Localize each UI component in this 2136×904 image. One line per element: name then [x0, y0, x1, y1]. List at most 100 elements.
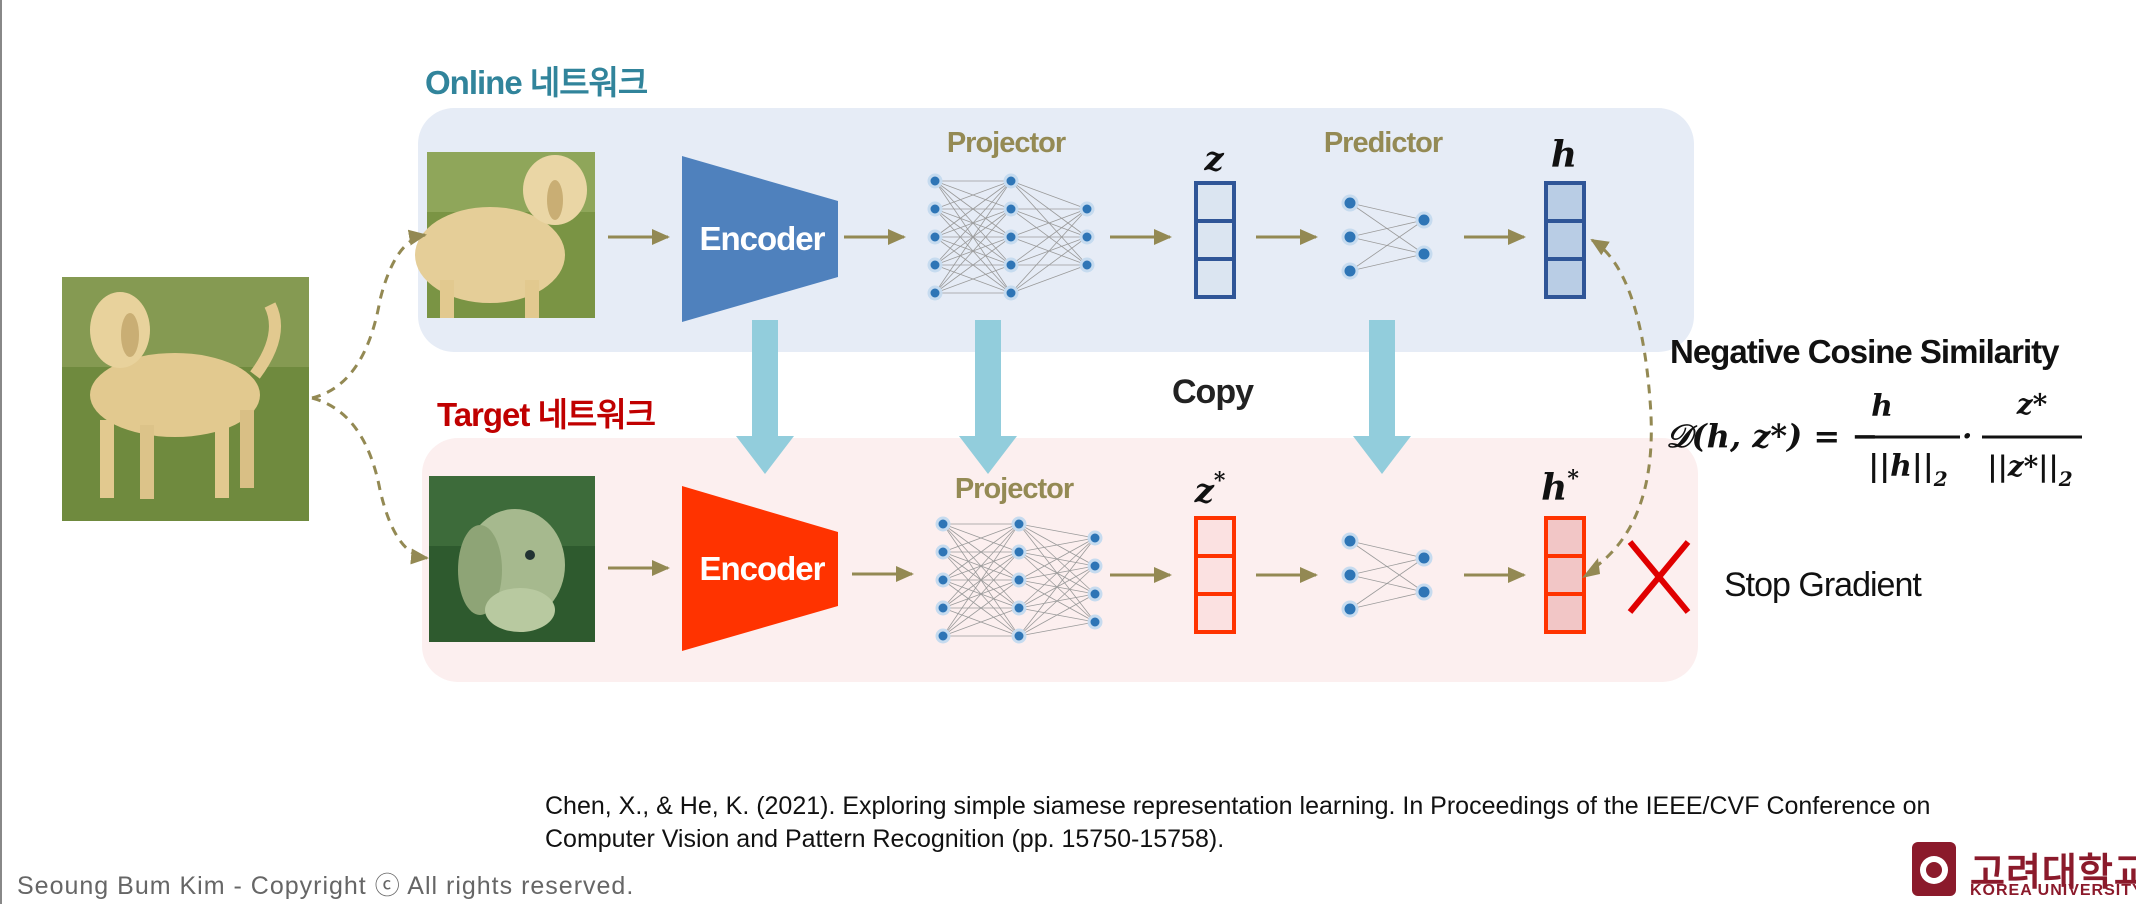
online-network-title: Online 네트워크 [425, 64, 648, 101]
net-node [1079, 229, 1095, 245]
net-edge [1010, 208, 1088, 266]
loss-den-z: ||z*||2 [1987, 450, 2072, 491]
net-node [1341, 532, 1359, 550]
net-node [1341, 194, 1359, 212]
net-node [1079, 257, 1095, 273]
net-node [935, 628, 951, 644]
net-node [935, 516, 951, 532]
net-node [1003, 285, 1019, 301]
net-edge [1018, 523, 1096, 539]
copy-arrow-predictor [1353, 320, 1411, 474]
net-edge [1349, 557, 1425, 576]
net-node [1341, 600, 1359, 618]
h-vector [1544, 181, 1586, 299]
net-node [1003, 257, 1019, 273]
net-node [1087, 614, 1103, 630]
net-edge [1010, 236, 1088, 294]
online-view-image [415, 152, 595, 318]
net-edge [1349, 253, 1425, 272]
net-edge [1349, 591, 1425, 610]
copy-label: Copy [1172, 373, 1254, 411]
net-edge [1018, 537, 1096, 553]
net-edge [942, 523, 1020, 637]
net-edge [1010, 208, 1088, 294]
target-encoder-label: Encoder [699, 550, 825, 587]
korea-university-emblem [1912, 842, 1956, 896]
net-edge [1349, 219, 1425, 272]
logo-english: KOREA UNIVERSITY [1970, 882, 2136, 899]
augment-arrow-target [311, 396, 429, 565]
loss-dot: · [1962, 419, 1972, 454]
net-node [1415, 583, 1433, 601]
net-node [1341, 566, 1359, 584]
net-node [1087, 530, 1103, 546]
citation: Chen, X., & He, K. (2021). Exploring sim… [545, 790, 1930, 856]
net-node [927, 229, 943, 245]
loss-den-h: ||h||2 [1868, 449, 1947, 491]
net-edge [934, 180, 1012, 238]
target-projector-net [935, 516, 1103, 644]
net-edge [1018, 537, 1096, 637]
online-predictor-net [1341, 194, 1433, 280]
target-encoder [682, 486, 838, 651]
net-node [927, 201, 943, 217]
net-node [927, 285, 943, 301]
net-edge [934, 180, 1012, 210]
h-star-vector [1544, 516, 1586, 634]
net-edge [1018, 537, 1096, 609]
net-node [1341, 262, 1359, 280]
target-predictor-net [1341, 532, 1433, 618]
citation-line-2: Computer Vision and Pattern Recognition … [545, 825, 1225, 853]
net-edge [942, 523, 1020, 581]
loss-formula: 𝒟(h, z*) = − h ||h||2 · z* ||z*||2 [1666, 388, 2082, 491]
logo-korean: 고려대학교 [1970, 852, 2136, 894]
net-edge [1018, 565, 1096, 637]
net-edge [942, 523, 1020, 553]
net-node [927, 173, 943, 189]
h-label: h [1551, 134, 1577, 176]
net-node [1011, 516, 1027, 532]
net-node [935, 600, 951, 616]
source-dog-image [62, 277, 309, 521]
h-star-label: h* [1541, 466, 1579, 509]
net-node [1415, 245, 1433, 263]
online-encoder [682, 156, 838, 322]
z-label: z [1203, 139, 1224, 179]
net-node [1341, 228, 1359, 246]
target-view-image [429, 476, 595, 642]
net-node [1003, 229, 1019, 245]
net-edge [1018, 593, 1096, 637]
net-edge [1349, 219, 1425, 238]
stop-gradient-label: Stop Gradient [1724, 566, 1922, 604]
online-projector-label: Projector [947, 127, 1066, 159]
target-projector-label: Projector [955, 473, 1074, 505]
net-edge [1010, 264, 1088, 294]
net-edge [1010, 180, 1088, 210]
net-edge [1349, 202, 1425, 221]
loss-num-z: z* [2016, 388, 2048, 421]
net-node [1011, 600, 1027, 616]
loss-num-h: h [1871, 389, 1893, 424]
copy-arrow-projector [959, 320, 1017, 474]
net-node [1011, 572, 1027, 588]
net-node [1415, 549, 1433, 567]
net-node [1011, 544, 1027, 560]
net-node [1079, 201, 1095, 217]
net-edge [1018, 621, 1096, 637]
online-projector-net [927, 173, 1095, 301]
net-node [935, 572, 951, 588]
net-edge [1349, 557, 1425, 610]
net-edge [934, 264, 1012, 294]
footer-copyright: Seoung Bum Kim - Copyright ⓒ All rights … [17, 872, 635, 900]
z-vector [1194, 181, 1236, 299]
online-encoder-label: Encoder [699, 220, 825, 257]
loss-title: Negative Cosine Similarity [1670, 333, 2059, 370]
net-edge [934, 208, 1012, 294]
z-star-vector [1194, 516, 1236, 634]
net-node [1003, 201, 1019, 217]
net-edge [942, 607, 1020, 637]
citation-line-1: Chen, X., & He, K. (2021). Exploring sim… [545, 792, 1931, 820]
z-star-label: z* [1194, 468, 1226, 511]
net-node [1087, 558, 1103, 574]
